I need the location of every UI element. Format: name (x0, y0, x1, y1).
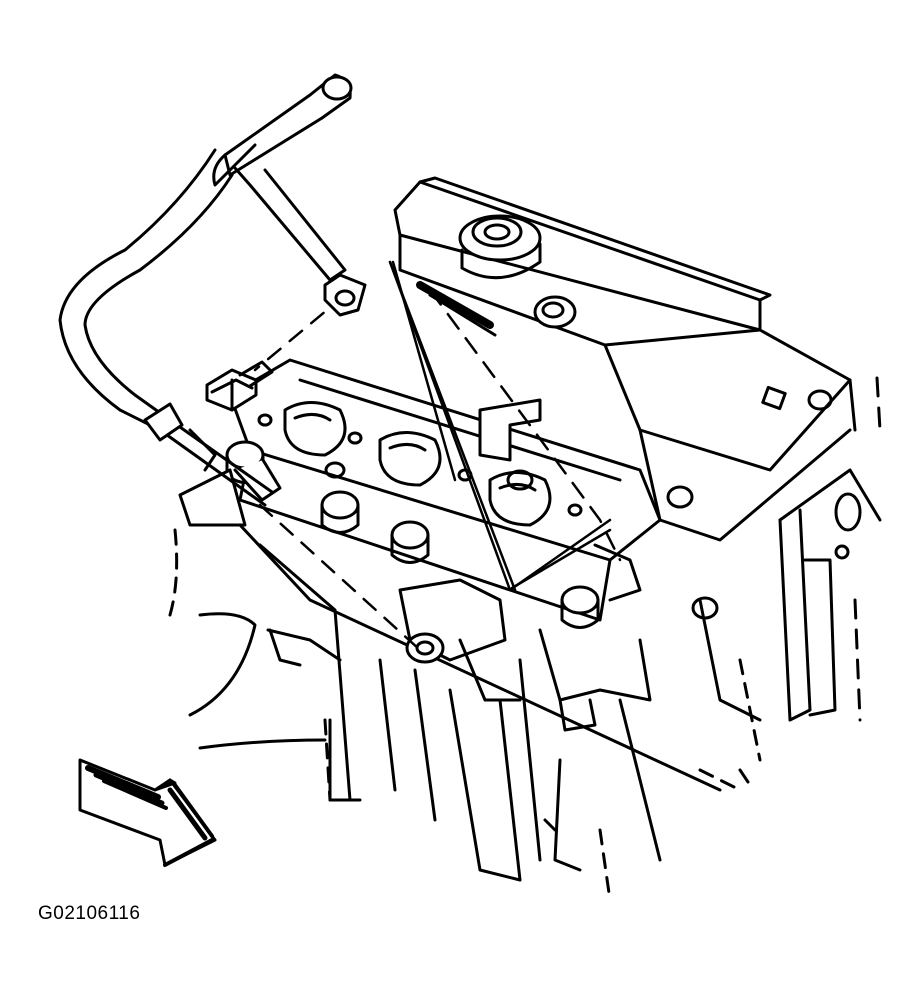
bolt-icon (320, 490, 360, 534)
front-direction-arrow-icon (78, 758, 217, 867)
engine-icon (168, 176, 882, 902)
valve-cover (393, 176, 882, 620)
leader-lines (253, 260, 622, 652)
figure-caption-id: G02106116 (38, 903, 141, 924)
cylinder-head (228, 358, 662, 622)
bolt-icon (390, 520, 430, 564)
bolt-icon (205, 360, 274, 412)
left-contour (168, 528, 327, 750)
dipstick-tube-icon (58, 73, 367, 507)
bolt-icon (560, 585, 600, 629)
engine-block-lower (178, 468, 882, 902)
